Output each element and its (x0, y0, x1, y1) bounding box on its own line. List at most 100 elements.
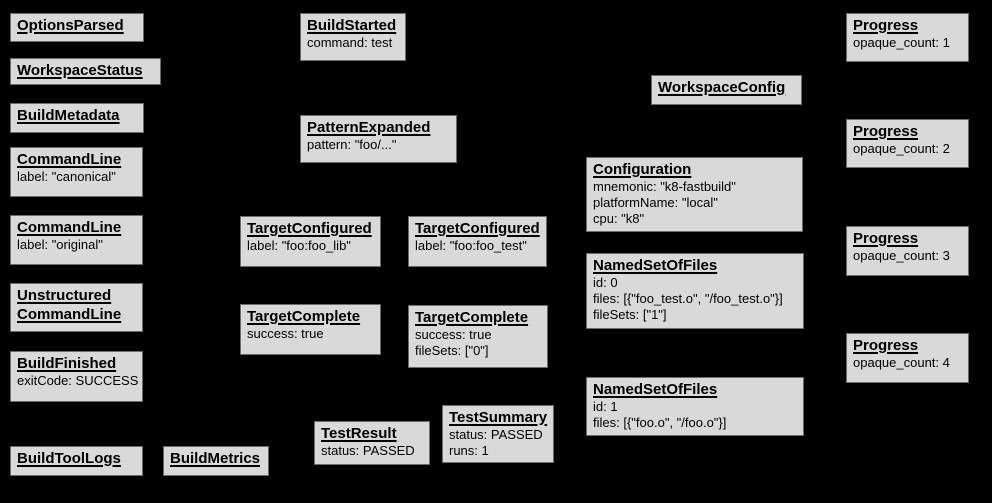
event-node-title: Configuration (593, 160, 796, 179)
event-node-details: label: "foo:foo_lib" (247, 238, 374, 254)
event-node-pattern-expanded: PatternExpanded pattern: "foo/..." (300, 115, 457, 163)
event-node-title-line: PatternExpanded (307, 119, 431, 136)
event-node-details: mnemonic: "k8-fastbuild"platformName: "l… (593, 179, 796, 227)
event-node-title: Progress (853, 122, 962, 141)
event-node-detail-line: status: PASSED (321, 443, 415, 458)
event-node-title: Progress (853, 16, 962, 35)
event-node-title: PatternExpanded (307, 118, 450, 137)
event-node-detail-line: label: "foo:foo_lib" (247, 238, 351, 253)
event-node-workspace-status: WorkspaceStatus (10, 58, 161, 85)
event-node-target-configured-foo-test: TargetConfigured label: "foo:foo_test" (408, 216, 547, 267)
event-node-title-line: TargetConfigured (247, 220, 372, 237)
event-node-details: label: "foo:foo_test" (415, 238, 540, 254)
event-node-title-line: TestResult (321, 425, 397, 442)
event-node-title-line: CommandLine (17, 306, 122, 323)
event-node-title: CommandLine (17, 150, 136, 169)
event-node-title: NamedSetOfFiles (593, 256, 797, 275)
event-node-command-line-canonical: CommandLine label: "canonical" (10, 147, 143, 197)
event-node-title: TargetComplete (247, 307, 374, 326)
event-node-detail-line: exitCode: SUCCESS (17, 373, 139, 388)
event-node-title: BuildFinished (17, 354, 136, 373)
event-node-title-line: BuildStarted (307, 17, 397, 34)
event-node-title-line: TargetComplete (415, 309, 529, 326)
event-node-title-line: NamedSetOfFiles (593, 257, 718, 274)
event-node-title-line: Configuration (593, 161, 692, 178)
event-node-progress-2: Progress opaque_count: 2 (846, 119, 969, 168)
event-node-title-line: NamedSetOfFiles (593, 381, 718, 398)
event-node-detail-line: runs: 1 (449, 443, 489, 458)
event-node-detail-line: success: true (247, 326, 324, 341)
event-node-title: OptionsParsed (17, 16, 137, 35)
event-node-test-result: TestResult status: PASSED (314, 421, 430, 465)
event-node-detail-line: opaque_count: 4 (853, 355, 950, 370)
event-node-title-line: Progress (853, 123, 919, 140)
event-node-build-tool-logs: BuildToolLogs (10, 446, 143, 476)
event-node-details: success: true (247, 326, 374, 342)
event-node-target-complete-foo-lib: TargetComplete success: true (240, 304, 381, 355)
event-node-progress-1: Progress opaque_count: 1 (846, 13, 969, 62)
event-node-detail-line: opaque_count: 1 (853, 35, 950, 50)
event-node-workspace-config: WorkspaceConfig (651, 75, 802, 105)
event-node-details: opaque_count: 3 (853, 248, 962, 264)
event-node-detail-line: cpu: "k8" (593, 211, 645, 226)
event-node-title: TestSummary (449, 408, 547, 427)
event-node-title-line: TargetComplete (247, 308, 361, 325)
event-node-title: NamedSetOfFiles (593, 380, 797, 399)
event-node-title-line: BuildMetrics (170, 450, 261, 467)
event-node-title-line: WorkspaceConfig (658, 79, 786, 96)
event-node-detail-line: fileSets: ["1"] (593, 307, 667, 322)
event-node-title: BuildMetadata (17, 106, 137, 125)
event-node-progress-3: Progress opaque_count: 3 (846, 226, 969, 276)
event-node-build-finished: BuildFinished exitCode: SUCCESS (10, 351, 143, 402)
event-node-title: BuildMetrics (170, 449, 262, 468)
event-node-title: Progress (853, 336, 962, 355)
event-node-detail-line: id: 0 (593, 275, 618, 290)
event-node-title: WorkspaceConfig (658, 78, 795, 97)
event-node-detail-line: files: [{"foo_test.o", "/foo_test.o"}] (593, 291, 783, 306)
event-node-title-line: Unstructured (17, 287, 112, 304)
event-node-title: TestResult (321, 424, 423, 443)
event-node-details: opaque_count: 4 (853, 355, 962, 371)
event-node-detail-line: command: test (307, 35, 393, 50)
event-node-title-line: CommandLine (17, 219, 122, 236)
event-node-detail-line: label: "foo:foo_test" (415, 238, 527, 253)
event-node-title: Progress (853, 229, 962, 248)
event-node-detail-line: label: "original" (17, 237, 103, 252)
event-node-title: TargetConfigured (415, 219, 540, 238)
event-node-detail-line: files: [{"foo.o", "/foo.o"}] (593, 415, 727, 430)
event-node-build-metrics: BuildMetrics (163, 446, 269, 476)
event-node-details: opaque_count: 1 (853, 35, 962, 51)
event-node-detail-line: status: PASSED (449, 427, 543, 442)
event-node-title-line: BuildToolLogs (17, 450, 121, 467)
event-node-title-line: BuildFinished (17, 355, 117, 372)
event-node-build-metadata: BuildMetadata (10, 103, 144, 133)
event-node-title: CommandLine (17, 218, 136, 237)
event-node-title-line: Progress (853, 337, 919, 354)
event-node-details: pattern: "foo/..." (307, 137, 450, 153)
event-node-title-line: OptionsParsed (17, 17, 124, 34)
event-node-detail-line: id: 1 (593, 399, 618, 414)
event-node-configuration: Configuration mnemonic: "k8-fastbuild"pl… (586, 157, 803, 232)
event-node-title: BuildToolLogs (17, 449, 136, 468)
event-node-title: BuildStarted (307, 16, 399, 35)
event-node-details: label: "original" (17, 237, 136, 253)
event-node-details: opaque_count: 2 (853, 141, 962, 157)
event-node-detail-line: fileSets: ["0"] (415, 343, 489, 358)
event-node-details: exitCode: SUCCESS (17, 373, 139, 389)
event-node-details: command: test (307, 35, 399, 51)
event-node-detail-line: success: true (415, 327, 492, 342)
event-node-title-line: WorkspaceStatus (17, 62, 143, 79)
event-node-details: status: PASSED (321, 443, 423, 459)
event-node-detail-line: opaque_count: 3 (853, 248, 950, 263)
event-node-title-line: TestSummary (449, 409, 548, 426)
event-node-details: label: "canonical" (17, 169, 136, 185)
event-node-title-line: Progress (853, 17, 919, 34)
event-node-target-configured-foo-lib: TargetConfigured label: "foo:foo_lib" (240, 216, 381, 267)
event-node-build-started: BuildStarted command: test (300, 13, 406, 61)
